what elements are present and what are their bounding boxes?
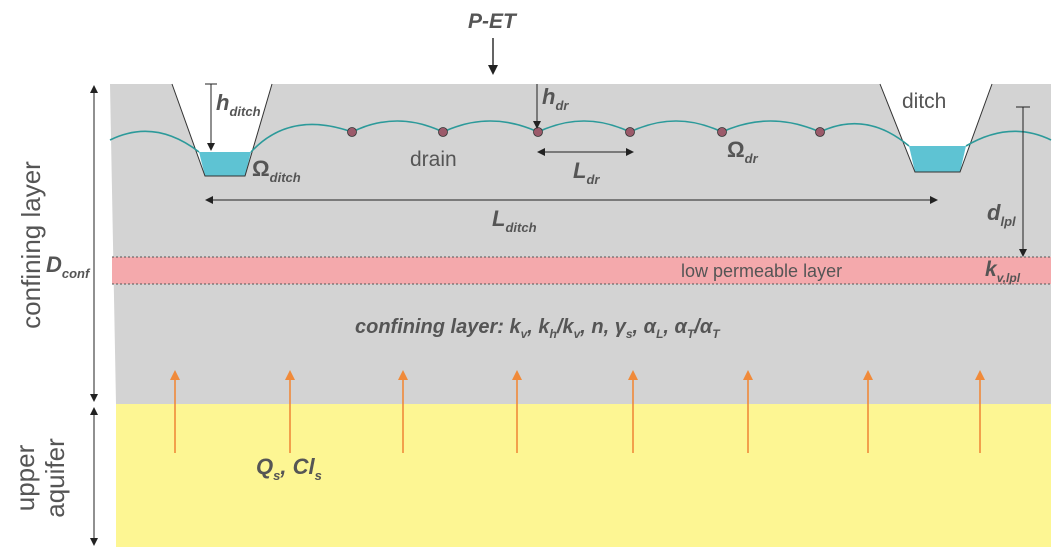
d-conf-label: Dconf: [46, 252, 91, 281]
drain-dot: [625, 127, 635, 137]
l-ditch-label: Lditch: [492, 206, 537, 235]
d-lpl-label: dlpl: [987, 200, 1016, 229]
right-ditch-water: [909, 146, 966, 172]
confining-layer-params: confining layer: kv, kh/kv, n, γs, αL, α…: [355, 316, 721, 341]
drain-dot: [815, 127, 825, 137]
upper-aquifer-side-label: upperaquifer: [10, 438, 70, 518]
confining-layer: [110, 84, 1051, 404]
drain-dot: [347, 127, 357, 137]
seepage-arrows: [170, 370, 985, 453]
drain-dot: [533, 127, 543, 137]
omega-ditch-label: Ωditch: [252, 156, 301, 185]
drain-label: drain: [410, 148, 457, 171]
ditch-label: ditch: [902, 90, 946, 113]
h-ditch-label: hditch: [216, 90, 261, 119]
p-et-label: P-ET: [468, 10, 518, 33]
drain-dot: [717, 127, 727, 137]
left-ditch-water: [199, 152, 251, 176]
k-v-lpl-label: kv,lpl: [985, 258, 1021, 285]
confining-layer-side-label: confining layer: [16, 161, 46, 329]
right-ditch-outline: [879, 83, 993, 173]
l-dr-label: Ldr: [573, 158, 600, 187]
upper-aquifer-layer: [116, 404, 1051, 547]
low-permeable-layer: [112, 257, 1051, 284]
drains: [347, 127, 825, 137]
phreatic-line: [109, 120, 1052, 153]
drain-dot: [438, 127, 448, 137]
omega-dr-label: Ωdr: [727, 137, 759, 166]
left-ditch-outline: [171, 83, 273, 177]
qs-cls-label: Qs, Cls: [256, 454, 322, 483]
h-dr-label: hdr: [542, 84, 569, 113]
low-permeable-layer-label: low permeable layer: [681, 261, 842, 281]
